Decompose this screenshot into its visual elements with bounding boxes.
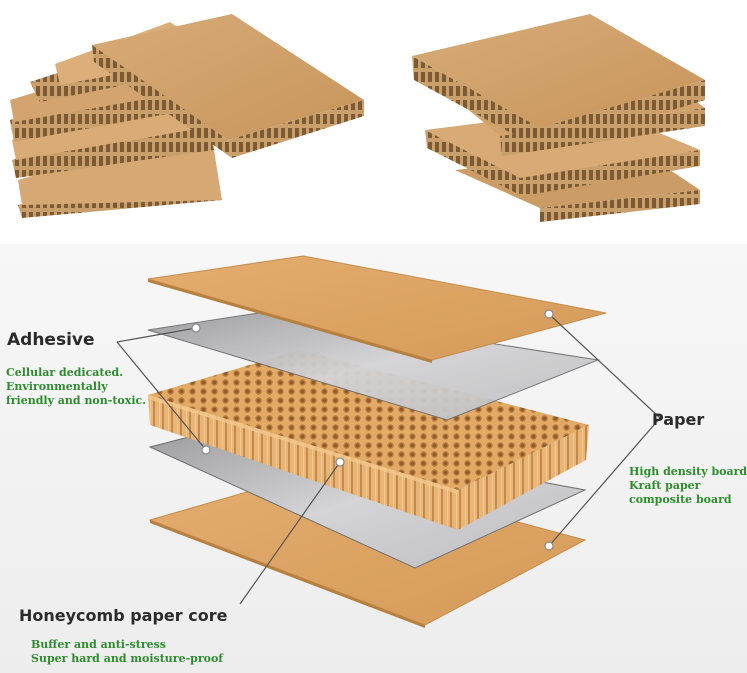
adhesive-top-dot [191,323,201,333]
core-leader [239,461,341,605]
paper-note-line: composite board [629,493,732,506]
paper-note-line: High density board [629,465,747,478]
leader-lines [116,313,661,605]
core-dot [335,457,345,467]
adhesive-leader-bottom [116,341,207,451]
adhesive-note-line: Cellular dedicated. [6,366,124,379]
core-title: Honeycomb paper core [19,606,228,625]
adhesive-note-line: Environmentally [6,380,108,393]
paper-bottom-dot [544,541,554,551]
paper-title: Paper [652,410,705,429]
paper-leader-bottom [548,417,661,547]
core-note-line: Buffer and anti-stress [31,638,166,651]
paper-note-line: Kraft paper [629,479,701,492]
adhesive-title: Adhesive [7,330,95,350]
core-note-line: Super hard and moisture-proof [31,652,224,665]
leader-dots [191,309,554,551]
adhesive-note-line: friendly and non-toxic. [6,394,147,407]
paper-notes: High density board Kraft paper composite… [629,465,747,507]
paper-leader-top [548,313,661,419]
core-notes: Buffer and anti-stress Super hard and mo… [31,638,223,666]
honeycomb-core [148,350,589,530]
board-stack-fanned-photo [10,14,364,218]
adhesive-leader-top [116,327,197,343]
board-stack-crossed-photo [412,14,705,222]
paper-top-dot [544,309,554,319]
adhesive-bottom-dot [201,445,211,455]
top-paper-sheet [147,255,607,361]
adhesive-notes: Cellular dedicated. Environmentally frie… [6,366,146,408]
